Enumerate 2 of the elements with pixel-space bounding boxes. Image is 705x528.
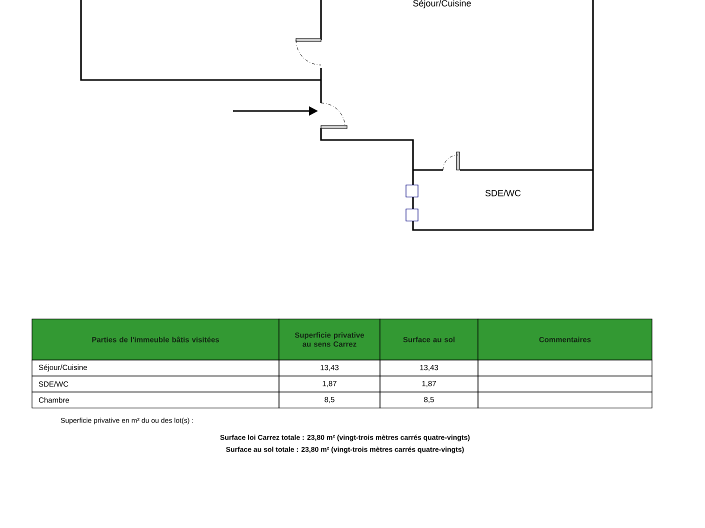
- room-label: SDE/WC: [485, 190, 521, 196]
- room-label: Séjour/Cuisine: [413, 0, 471, 8]
